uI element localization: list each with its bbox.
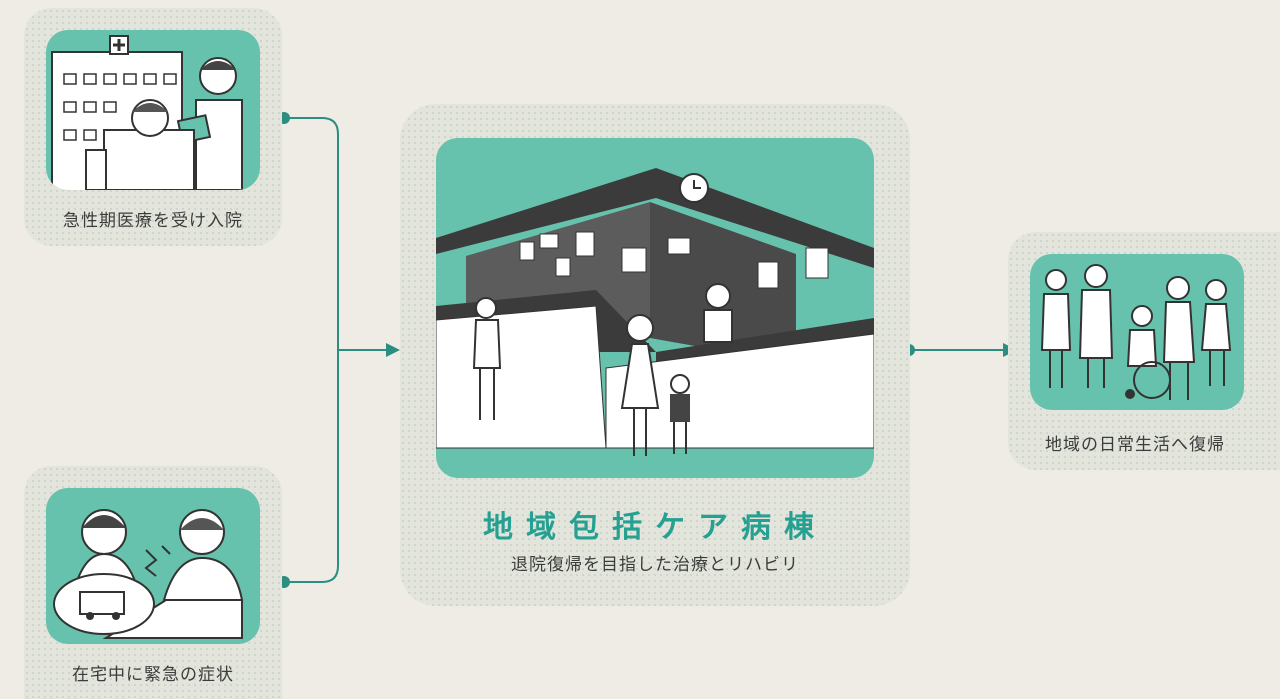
nurse-station-icon: [436, 168, 874, 456]
merge-line: [290, 117, 339, 583]
visitor-adult-icon: [620, 314, 660, 456]
community-people-icon: [1040, 264, 1232, 400]
emergency-illustration: [46, 488, 260, 644]
return-card: 地域の日常生活へ復帰: [1008, 232, 1280, 470]
ward-title: 地域包括ケア病棟: [483, 510, 827, 545]
care-ward-card: 地域包括ケア病棟 退院復帰を目指した治療とリハビリ: [400, 104, 910, 606]
sick-person-icon: [102, 509, 244, 639]
nurse-icon: [703, 283, 733, 343]
pain-mark-icon: [144, 545, 171, 577]
arrow-head-ward: [386, 343, 400, 357]
doctor-icon: [176, 57, 243, 190]
return-caption: 地域の日常生活へ復帰: [1045, 435, 1225, 455]
acute-care-caption: 急性期医療を受け入院: [63, 211, 243, 231]
clock-icon: [679, 173, 709, 203]
patient-icon: [85, 99, 195, 190]
acute-care-card: 急性期医療を受け入院: [24, 8, 282, 246]
community-illustration: [1030, 254, 1244, 410]
nurse-station-illustration: [436, 138, 874, 478]
ambulance-icon: [53, 573, 155, 635]
emergency-caption: 在宅中に緊急の症状: [72, 665, 234, 685]
emergency-card: 在宅中に緊急の症状: [24, 466, 282, 699]
hospital-illustration: [46, 30, 260, 190]
wheelchair-icon: [1125, 361, 1171, 399]
visitor-child-icon: [670, 374, 690, 454]
visitor-left-icon: [472, 297, 502, 420]
worried-person-icon: [74, 509, 138, 585]
ward-subtitle: 退院復帰を目指した治療とリハビリ: [511, 555, 799, 575]
